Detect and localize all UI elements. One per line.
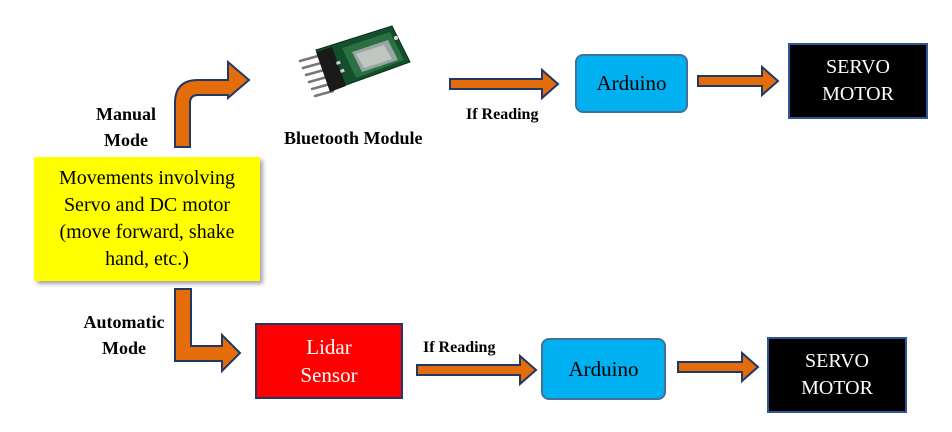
top-servo-label-line2: MOTOR	[822, 83, 894, 105]
movements-box-line2: Servo and DC motor	[63, 194, 231, 216]
automatic-mode-label-line2: Mode	[102, 338, 146, 358]
top-servo-label-line1: SERVO	[826, 56, 890, 78]
lidar-to-arduino-arrow	[416, 353, 538, 387]
movements-box-line4: hand, etc.)	[105, 248, 189, 270]
bluetooth-module-label: Bluetooth Module	[284, 128, 423, 148]
movements-box-line3: (move forward, shake	[59, 221, 235, 243]
automatic-mode-arrow	[174, 288, 242, 374]
top-arduino-box: Arduino	[575, 54, 688, 113]
movements-box: Movements involving Servo and DC motor (…	[34, 157, 260, 281]
bottom-if-reading-label: If Reading	[423, 339, 496, 356]
lidar-sensor-box: Lidar Sensor	[255, 323, 403, 399]
manual-mode-label-line1: Manual	[95, 104, 156, 124]
top-arduino-label: Arduino	[596, 71, 667, 95]
arduino-to-servo-arrow-bottom	[677, 350, 760, 384]
top-if-reading-label: If Reading	[466, 106, 539, 123]
bottom-servo-motor-box: SERVO MOTOR	[767, 337, 907, 413]
bottom-servo-label-line2: MOTOR	[801, 377, 873, 399]
top-servo-motor-box: SERVO MOTOR	[788, 43, 928, 119]
bottom-arduino-box: Arduino	[541, 338, 666, 400]
manual-mode-arrow	[174, 59, 251, 148]
arduino-to-servo-arrow-top	[697, 64, 780, 98]
bluetooth-to-arduino-arrow	[449, 67, 560, 101]
manual-mode-label-line2: Mode	[104, 130, 148, 150]
automatic-mode-label: Automatic Mode	[68, 309, 180, 361]
automatic-mode-label-line1: Automatic	[83, 312, 165, 332]
bluetooth-module-image	[298, 25, 411, 98]
manual-mode-label: Manual Mode	[86, 101, 166, 153]
bottom-servo-label-line1: SERVO	[805, 350, 869, 372]
movements-box-line1: Movements involving	[58, 167, 236, 189]
lidar-label-line2: Sensor	[300, 363, 358, 387]
lidar-label-line1: Lidar	[306, 335, 352, 359]
bottom-arduino-label: Arduino	[568, 356, 639, 381]
